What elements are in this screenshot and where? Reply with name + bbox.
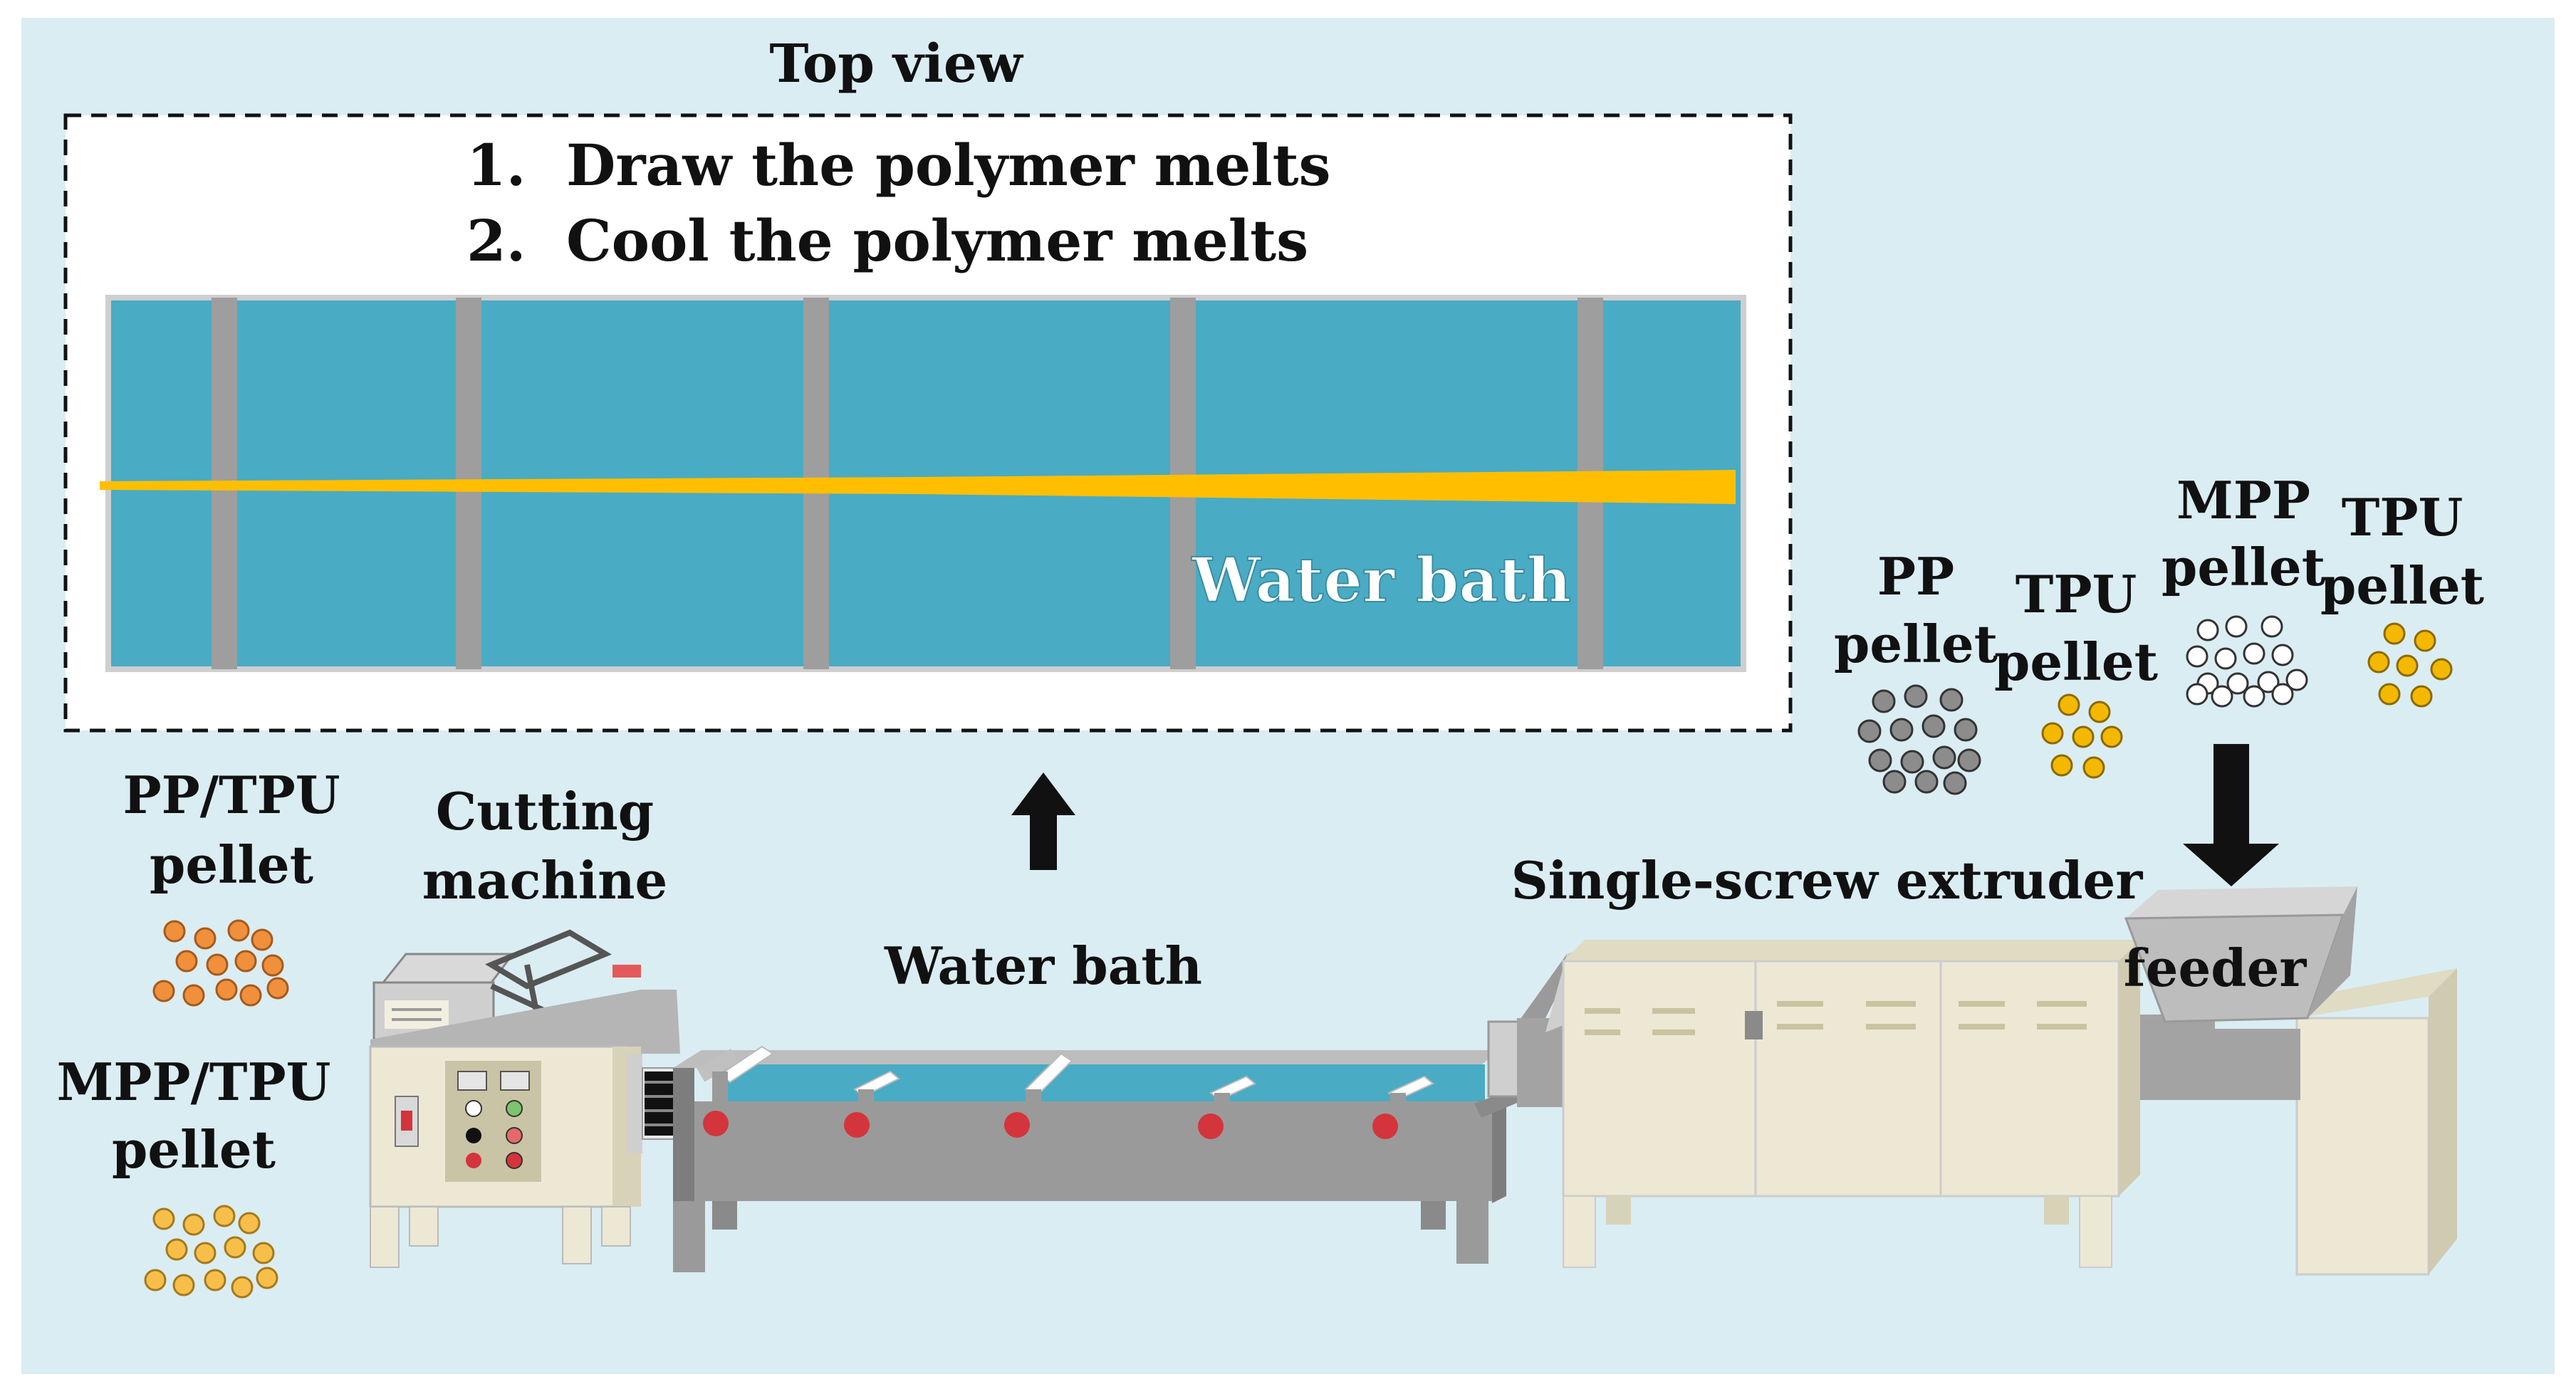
step-1-text: Draw the polymer melts xyxy=(566,132,1331,199)
pp-pellet-cluster xyxy=(1857,684,1981,795)
extruder-label: Single-screw extruder xyxy=(1511,850,2144,911)
mpp-tpu-pellet-cluster xyxy=(144,1205,278,1299)
top-view-panel: Top view 1. Draw the polymer melts 2. Co… xyxy=(63,33,1793,733)
mpp-pellet-label-line1: MPP xyxy=(2176,470,2310,530)
feeder-hopper: feeder xyxy=(2124,886,2357,1023)
water-bath-label: Water bath xyxy=(884,936,1202,996)
pp-tpu-pellet-cluster xyxy=(152,919,289,1007)
tpu-pellet-b-cluster xyxy=(2367,622,2453,708)
tpu-pellet-a-label-line2: pellet xyxy=(1994,632,2158,692)
mpp-pellet-cluster xyxy=(2186,615,2308,708)
mpp-tpu-pellet-label-line1: MPP/TPU xyxy=(57,1052,331,1112)
feeder-label: feeder xyxy=(2124,938,2308,998)
single-screw-extruder xyxy=(1487,940,2457,1276)
cutting-machine-label-line2: machine xyxy=(422,850,668,911)
tpu-pellet-b-label-line2: pellet xyxy=(2320,555,2484,616)
step-2-text: Cool the polymer melts xyxy=(566,207,1308,274)
mpp-tpu-pellet-label-line2: pellet xyxy=(112,1119,276,1180)
cutting-machine-label-line1: Cutting xyxy=(436,781,654,842)
down-arrow-icon xyxy=(2183,744,2279,886)
top-view-heading: Top view xyxy=(769,33,1024,95)
pp-tpu-pellet-label-line1: PP/TPU xyxy=(122,765,340,825)
up-arrow-icon xyxy=(1011,772,1075,870)
mpp-pellet-label-line2: pellet xyxy=(2162,537,2325,597)
pp-pellet-label-line2: pellet xyxy=(1834,614,1998,674)
top-view-bath-label: Water bath xyxy=(1191,545,1572,617)
pp-tpu-pellet-label-line2: pellet xyxy=(150,834,313,895)
water-bath-machine xyxy=(673,954,1570,1272)
polymer-melt-fiber xyxy=(100,470,1736,504)
step-2-number: 2. xyxy=(466,207,526,274)
step-1-number: 1. xyxy=(466,132,526,199)
tpu-pellet-a-label-line1: TPU xyxy=(2016,564,2137,624)
pp-pellet-label-line1: PP xyxy=(1877,546,1954,607)
tpu-pellet-a-cluster xyxy=(2041,693,2123,779)
cutting-machine xyxy=(369,929,684,1268)
tpu-pellet-b-label-line1: TPU xyxy=(2342,487,2463,547)
